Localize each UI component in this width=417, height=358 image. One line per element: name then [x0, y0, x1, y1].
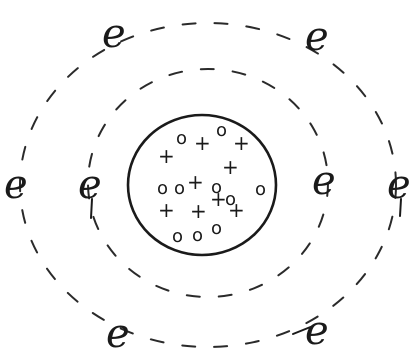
neutron: o [172, 226, 183, 247]
proton: + [158, 198, 175, 222]
neutron: o [216, 120, 227, 141]
inner-shell: e e [78, 69, 336, 297]
proton: + [194, 131, 211, 155]
electron-label: e [387, 162, 411, 208]
outer-electron: e [387, 162, 411, 216]
nucleus: + + + + + + + + + o o o o o o o o o o [128, 115, 276, 255]
electron-label: e [305, 14, 329, 60]
neutron: o [176, 128, 187, 149]
neutron: o [211, 177, 222, 198]
neutron: o [211, 218, 222, 239]
neutron: o [174, 178, 185, 199]
proton: + [222, 155, 239, 179]
neutron: o [157, 178, 168, 199]
inner-electron: e [78, 162, 102, 218]
inner-orbit-ring [88, 69, 328, 297]
outer-orbit-ring [20, 23, 396, 347]
outer-electron: e [305, 14, 329, 60]
proton: + [187, 170, 204, 194]
proton: + [233, 131, 250, 155]
electron-tail [400, 199, 401, 216]
electron-label: e [106, 311, 130, 357]
neutron: o [255, 179, 266, 200]
outer-electron: e [106, 311, 130, 357]
outer-electron: e [293, 308, 329, 354]
neutron: o [192, 225, 203, 246]
inner-electron: e [312, 158, 336, 204]
outer-electron: e [4, 162, 28, 208]
proton: + [190, 199, 207, 223]
electron-label: e [4, 162, 28, 208]
outer-electron: e [102, 11, 126, 57]
electron-label: e [78, 162, 102, 208]
electron-label: e [312, 158, 336, 204]
proton: + [158, 144, 175, 168]
electron-label: e [305, 308, 329, 354]
neutron: o [225, 189, 236, 210]
electron-tail [91, 199, 92, 218]
outer-shell: e e e e e e [4, 11, 411, 357]
electron-label: e [102, 11, 126, 57]
